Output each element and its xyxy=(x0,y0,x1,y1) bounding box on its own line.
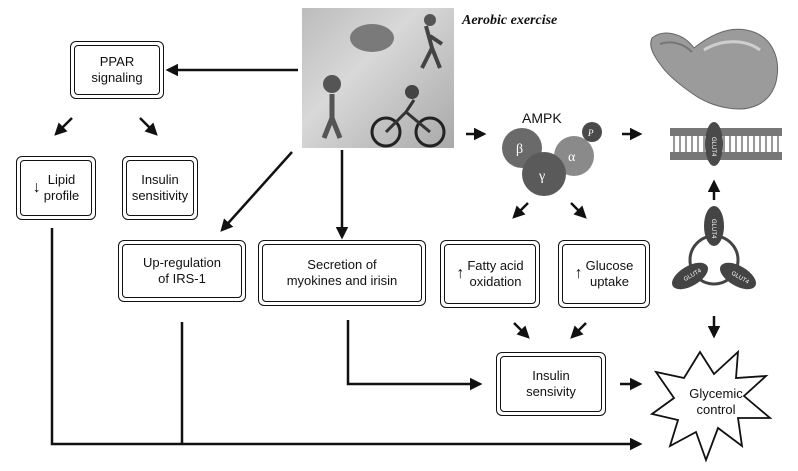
arrow-ppar-to-insulin-sensitivity xyxy=(139,117,158,136)
muscle-illustration xyxy=(650,28,778,110)
ppar-signaling-box: PPAR signaling xyxy=(70,41,164,99)
insulin-sensivity-box: Insulin sensivity xyxy=(496,352,606,416)
glut-icon-left xyxy=(671,262,709,290)
glut-label-top: GLUT4 xyxy=(710,219,716,239)
arrow-ampk-to-fatty xyxy=(512,202,529,219)
ampk-p-label: P xyxy=(587,128,594,138)
insulin-sensivity-text: Insulin sensivity xyxy=(526,367,576,399)
arrow-photo-to-irs1 xyxy=(220,151,293,232)
arrow-fatty-to-insulin-sensivity xyxy=(513,322,530,339)
myokines-text: Secretion of myokines and irisin xyxy=(286,256,398,288)
increase-arrow-icon: ↑ xyxy=(574,265,583,282)
lipid-profile-text: Lipid profile xyxy=(43,171,80,203)
bike-wheel-front-icon xyxy=(414,116,446,148)
insulin-sensitivity-box: Insulin sensitivity xyxy=(122,156,198,220)
cyclist-icon xyxy=(384,99,431,134)
glucose-uptake-text: Glucose uptake xyxy=(585,257,634,289)
glycemic-star-shape xyxy=(649,349,773,463)
cyclist-head-icon xyxy=(405,85,419,99)
glut-cluster-illustration xyxy=(671,206,757,290)
lipid-profile-box: ↓ Lipid profile xyxy=(16,156,96,220)
arrow-lipid-to-glycemic xyxy=(50,228,643,451)
runner-head-icon xyxy=(424,14,436,26)
membrane-glut-icon xyxy=(705,122,723,166)
glut-icon-top xyxy=(704,206,724,246)
increase-arrow-icon: ↑ xyxy=(456,265,465,282)
ampk-label: AMPK xyxy=(522,110,562,126)
bike-wheel-rear-icon xyxy=(370,116,402,148)
glucose-uptake-box: ↑ Glucose uptake xyxy=(558,240,650,308)
exercise-title: Aerobic exercise xyxy=(462,13,558,28)
arrow-glucose-to-insulin-sensivity xyxy=(570,322,587,339)
ampk-alpha-label: α xyxy=(568,150,576,165)
insulin-sensitivity-text: Insulin sensitivity xyxy=(131,171,189,203)
ampk-beta-label: β xyxy=(516,142,523,157)
ampk-complex-illustration xyxy=(502,122,602,196)
swimmer-icon xyxy=(350,24,394,52)
ppar-signaling-text: PPAR signaling xyxy=(91,53,143,85)
cell-membrane-illustration xyxy=(670,122,782,166)
child-head-icon xyxy=(323,75,341,93)
glycemic-control-text: Glycemic control xyxy=(689,386,743,418)
ampk-gamma-label: γ xyxy=(538,169,545,184)
arrow-ppar-to-lipid xyxy=(54,117,73,136)
decrease-arrow-icon: ↓ xyxy=(32,179,41,196)
fatty-acid-text: Fatty acid oxidation xyxy=(467,257,524,289)
child-walker-icon xyxy=(321,94,343,139)
arrow-myokines-to-insulin-sensivity xyxy=(346,320,483,391)
exercise-photo xyxy=(302,8,454,148)
myokines-box: Secretion of myokines and irisin xyxy=(258,240,426,306)
glut-label-membrane: GLUT4 xyxy=(710,137,716,157)
fatty-acid-box: ↑ Fatty acid oxidation xyxy=(440,240,540,308)
irs1-box: Up-regulation of IRS-1 xyxy=(118,240,246,302)
irs1-text: Up-regulation of IRS-1 xyxy=(142,254,222,286)
runner-icon xyxy=(420,25,444,69)
arrow-ampk-to-glucose xyxy=(570,202,587,219)
glut-icon-right xyxy=(719,262,757,290)
